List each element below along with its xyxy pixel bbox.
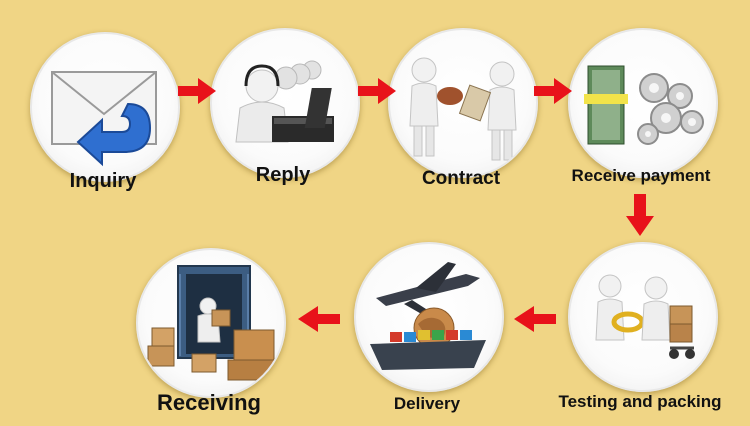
step-contract: Contract [388,28,538,189]
step-label-contract: Contract [421,168,501,189]
contract-circle [388,28,538,178]
container-boxes-icon [147,265,275,381]
inquiry-circle [30,32,180,182]
call-center-icon [235,60,334,143]
step-receive-payment: Receive payment [568,28,718,185]
step-inquiry: Inquiry [30,32,180,192]
envelope-reply-icon [51,71,157,167]
step-label-delivery: Delivery [393,394,461,413]
step-testing-packing: Testing and packing [558,242,722,411]
testing-packing-circle [568,242,718,392]
step-label-inquiry: Inquiry [69,170,137,192]
testing-packing-icon [595,274,695,359]
delivery-circle [354,242,504,392]
arrow-contract-to-payment [534,78,572,104]
step-reply: Reply [210,28,360,186]
arrow-payment-to-testing [626,194,654,236]
arrow-inquiry-to-reply [178,78,216,104]
step-receiving: Receiving [136,248,286,415]
step-delivery: Delivery [354,242,504,413]
arrow-delivery-to-receiving [298,306,340,332]
plane-ship-globe-icon [370,262,486,370]
handshake-contract-icon [409,57,517,161]
receiving-circle [136,248,286,398]
step-label-receive-payment: Receive payment [571,166,711,185]
step-label-reply: Reply [255,164,311,186]
arrow-reply-to-contract [358,78,396,104]
money-gears-icon [584,65,704,145]
reply-circle [210,28,360,178]
arrow-testing-to-delivery [514,306,556,332]
receive-payment-circle [568,28,718,178]
step-label-receiving: Receiving [157,390,261,415]
step-label-testing-packing: Testing and packing [558,392,722,411]
